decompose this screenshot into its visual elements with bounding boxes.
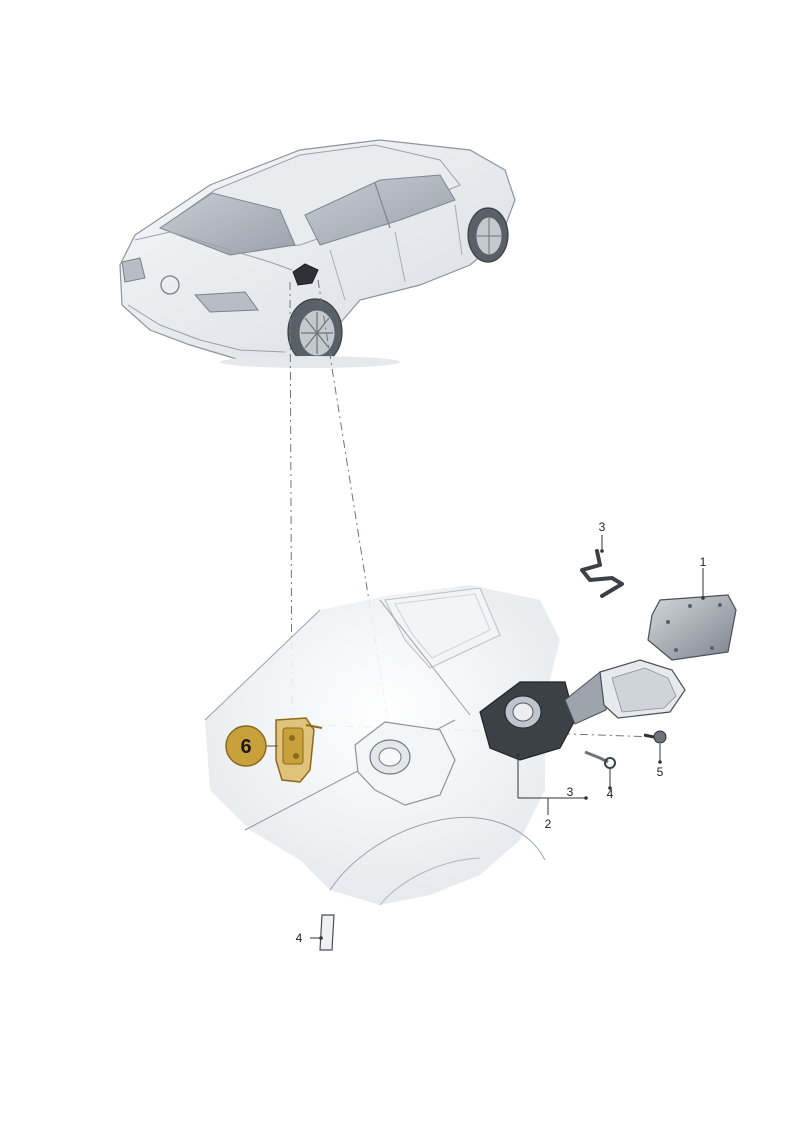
label-2: 2 <box>545 817 552 831</box>
callout-6-badge: 6 <box>225 725 278 767</box>
car-overview <box>119 139 516 368</box>
part-2-filler-housing <box>479 659 686 761</box>
part-6-actuator <box>275 717 323 783</box>
label-4-cable: 4 <box>607 787 614 801</box>
part-1-fuel-flap <box>647 594 737 661</box>
part-5-screw <box>643 730 667 744</box>
label-5: 5 <box>657 765 664 779</box>
label-3-clip: 3 <box>599 520 606 534</box>
leader-dots <box>516 549 705 800</box>
label-1: 1 <box>700 555 707 569</box>
part-4-cable <box>584 750 616 769</box>
callout-6-text: 6 <box>240 736 251 758</box>
leader-lines <box>517 535 704 815</box>
label-4-hose: 4 <box>296 931 303 945</box>
filler-neck-housing <box>354 721 456 806</box>
label-3-brace: 3 <box>567 785 574 799</box>
part-4-drain-hose <box>310 914 335 951</box>
part-3-retaining-clip <box>580 549 624 598</box>
